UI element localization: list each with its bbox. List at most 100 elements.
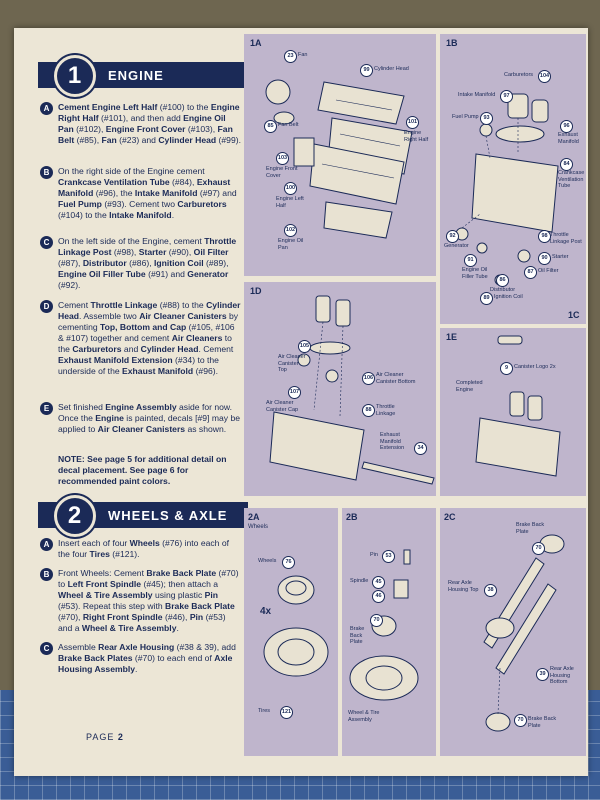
- part-label: Brake Back Plate: [528, 716, 557, 729]
- step-text: Front Wheels: Cement Brake Back Plate (#…: [58, 568, 239, 633]
- step-text: On the right side of the Engine cement C…: [58, 166, 237, 220]
- part-number: 101: [406, 116, 419, 129]
- page-number: 2: [117, 732, 124, 742]
- step-badge: C: [40, 642, 53, 655]
- part-number: 97: [500, 90, 513, 103]
- part-label: Cylinder Head: [374, 66, 409, 72]
- part-number: 34: [414, 442, 427, 455]
- instruction-step: C On the left side of the Engine, cement …: [40, 236, 242, 291]
- step-text: Set finished Engine Assembly aside for n…: [58, 402, 241, 434]
- part-label: Throttle Linkage Post: [550, 232, 582, 245]
- part-number: 99: [360, 64, 373, 77]
- part-label: Fan Belt: [278, 122, 299, 128]
- step-text: Insert each of four Wheels (#76) into ea…: [58, 538, 230, 559]
- part-number: 87: [524, 266, 537, 279]
- engine-note: NOTE: See page 5 for additional detail o…: [58, 454, 227, 486]
- panel-1a: 1A 23 Fan 99 Cylinder Head 85 Fan Belt 1…: [244, 34, 436, 276]
- part-number: 106: [362, 372, 375, 385]
- panel-2a: 2A Wheels Wheels 76 4x Tires 121: [244, 508, 338, 756]
- part-number: 84: [560, 158, 573, 171]
- step-badge: A: [40, 102, 53, 115]
- part-number: 98: [538, 230, 551, 243]
- part-number: 76: [282, 556, 295, 569]
- part-label: Pin: [370, 552, 378, 558]
- part-label: Wheel & Tire Assembly: [348, 710, 380, 723]
- part-number: 23: [284, 50, 297, 63]
- step-badge: E: [40, 402, 53, 415]
- instruction-step: B Front Wheels: Cement Brake Back Plate (…: [40, 568, 242, 634]
- part-number: 70: [532, 542, 545, 555]
- completed-engine-drawing: [475, 335, 561, 477]
- part-label: Engine Oil Filler Tube: [462, 267, 488, 280]
- part-number: 104: [538, 70, 551, 83]
- part-number: 92: [446, 230, 459, 243]
- part-number: 70: [370, 614, 383, 627]
- part-number: 102: [284, 224, 297, 237]
- section-header-wheels: 2 WHEELS & AXLE: [38, 495, 248, 537]
- wheel-tire-drawing: [263, 575, 329, 677]
- step-text: On the left side of the Engine, cement T…: [58, 236, 237, 290]
- engine-block-drawing: [265, 79, 413, 239]
- part-number: 45: [372, 576, 385, 589]
- part-label: Exhaust Manifold: [558, 132, 579, 145]
- section-number: 1: [54, 55, 96, 97]
- part-label: Starter: [552, 254, 569, 260]
- part-label: Rear Axle Housing Top: [448, 580, 479, 593]
- panel-label: 1D: [250, 286, 262, 296]
- step-badge: A: [40, 538, 53, 551]
- part-label: Engine Right Half: [404, 130, 429, 143]
- panel-label: 2A: [248, 512, 260, 522]
- part-label: Crankcase Ventilation Tube: [558, 170, 585, 189]
- part-label: Fan: [298, 52, 308, 58]
- part-number: 96: [560, 120, 573, 133]
- part-number: 93: [480, 112, 493, 125]
- section-header-engine: 1 ENGINE: [38, 55, 248, 97]
- part-label: Wheels: [258, 558, 277, 564]
- panel-1e: 1E 9 Canister Logo 2x Completed Engine: [440, 328, 586, 496]
- part-number: 85: [264, 120, 277, 133]
- part-label: Distributor: [490, 287, 516, 293]
- part-number: 90: [538, 252, 551, 265]
- part-label: Engine Left Half: [276, 196, 304, 209]
- step-text: Cement Throttle Linkage (#88) to the Cyl…: [58, 300, 241, 376]
- step-badge: C: [40, 236, 53, 249]
- quantity-multiplier: 4x: [260, 606, 272, 617]
- panel-label: 1A: [250, 38, 262, 48]
- part-label: Completed Engine: [456, 380, 483, 393]
- part-label: Rear Axle Housing Bottom: [550, 666, 574, 685]
- part-number: 46: [372, 590, 385, 603]
- part-label: Brake Back Plate: [350, 626, 365, 645]
- air-cleaner-drawing: [269, 295, 435, 485]
- panel-label: 2B: [346, 512, 358, 522]
- panel-2b: 2B Pin 53 Spindle 45 46 70 Brake Back Pl…: [342, 508, 436, 756]
- section-title: WHEELS & AXLE: [108, 508, 228, 523]
- part-label: Engine Front Cover: [266, 166, 298, 179]
- section-title: ENGINE: [108, 68, 164, 83]
- page-footer: PAGE 2: [86, 732, 124, 742]
- part-number: 70: [514, 714, 527, 727]
- section-number: 2: [54, 495, 96, 537]
- rear-axle-drawing: [483, 534, 565, 732]
- part-label: Exhaust Manifold Extension: [380, 432, 405, 451]
- part-number: 100: [284, 182, 297, 195]
- instruction-step: E Set finished Engine Assembly aside for …: [40, 402, 242, 435]
- part-label: Air Cleaner Canister Cap: [266, 400, 299, 413]
- panel-label: 2C: [444, 512, 456, 522]
- step-badge: D: [40, 300, 53, 313]
- part-number: 38: [484, 584, 497, 597]
- part-number: 121: [280, 706, 293, 719]
- part-label: Canister Logo 2x: [514, 364, 556, 370]
- panel-1d: 1D 105 Air Cleaner Canister Top 106 Air …: [244, 282, 436, 496]
- part-label: Brake Back Plate: [516, 522, 545, 535]
- panel-2c: 2C Brake Back Plate 70 Rear Axle Housing…: [440, 508, 586, 756]
- part-number: 105: [298, 340, 311, 353]
- part-number: 88: [362, 404, 375, 417]
- part-label: Air Cleaner Canister Top: [278, 354, 306, 373]
- instruction-step: D Cement Throttle Linkage (#88) to the Cy…: [40, 300, 242, 377]
- part-label: Carburetors: [504, 72, 534, 78]
- page-label: PAGE: [86, 732, 115, 742]
- step-badge: B: [40, 568, 53, 581]
